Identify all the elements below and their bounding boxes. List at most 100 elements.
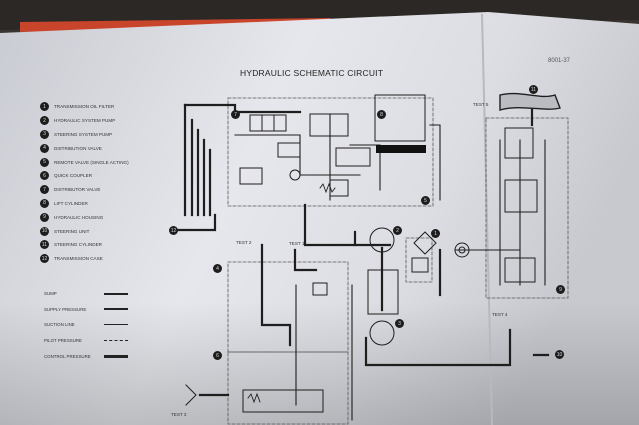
legend-label: STEERING UNIT <box>54 228 90 234</box>
callout-marker: 1 <box>431 229 440 238</box>
spring-2 <box>247 392 261 404</box>
binder-cover <box>20 18 335 32</box>
lift-line <box>429 124 441 201</box>
test-label: TEST 5 <box>473 102 489 107</box>
test-label: TEST 3 <box>171 412 187 417</box>
steering-valve-top <box>504 127 534 159</box>
legend-label: QUICK COUPLER <box>54 173 93 179</box>
legend-label: LIFT CYLINDER <box>54 200 88 206</box>
sump-line <box>173 213 217 232</box>
page-code: 8001-37 <box>548 58 571 64</box>
legend-item: 2 HYDRAULIC SYSTEM PUMP <box>40 114 160 128</box>
legend-item: 10 STEERING UNIT <box>40 224 160 238</box>
callout-marker: 6 <box>213 351 222 360</box>
coupler-housing <box>227 351 349 425</box>
legend-item: 3 STEERING SYSTEM PUMP <box>40 128 160 142</box>
line-key: SUMP SUPPLY PRESSURE SUCTION LINE PILOT … <box>44 286 128 364</box>
test-label: TEST 1 <box>289 241 305 246</box>
pump-housing-box <box>367 269 399 315</box>
callout-marker: 3 <box>395 319 404 328</box>
lift-piston <box>376 145 426 153</box>
legend-item: 12 TRANSMISSION CASE <box>40 252 160 266</box>
paper-shadow <box>0 12 639 425</box>
check-ball <box>289 169 301 181</box>
spring-1 <box>319 182 336 194</box>
spool-valve-2 <box>309 113 349 137</box>
supply-line-top <box>183 103 302 114</box>
legend-number: 1 <box>40 102 49 112</box>
lift-cylinder-body <box>374 94 426 142</box>
spool-valve-1 <box>249 114 287 132</box>
legend-label: TRANSMISSION CASE <box>54 256 103 262</box>
callout-marker: 2 <box>393 226 402 235</box>
key-item: SUCTION LINE <box>44 317 128 333</box>
filter-symbol <box>413 231 437 255</box>
legend-label: TRANSMISSION OIL FILTER <box>54 104 115 110</box>
diagram-title: HYDRAULIC SCHEMATIC CIRCUIT <box>240 68 384 78</box>
relief-valve-1 <box>239 167 263 185</box>
callout-marker: 12 <box>169 226 178 235</box>
legend-item: 6 QUICK COUPLER <box>40 169 160 183</box>
key-label: SUMP <box>44 291 57 297</box>
key-item: SUMP <box>44 286 128 302</box>
steering-wheel-hub <box>458 246 466 254</box>
legend-number: 7 <box>40 185 49 195</box>
legend-label: HYDRAULIC SYSTEM PUMP <box>54 118 116 124</box>
legend-item: 7 DISTRIBUTOR VALVE <box>40 183 160 197</box>
key-item: CONTROL PRESSURE <box>44 348 128 364</box>
lower-lines <box>295 284 353 421</box>
filter-bypass <box>411 257 429 273</box>
return-lines <box>190 118 212 217</box>
callout-marker: 4 <box>213 264 222 273</box>
callout-marker: 11 <box>529 85 538 94</box>
key-line-solid <box>104 308 128 311</box>
key-label: CONTROL PRESSURE <box>44 353 91 359</box>
distributor-housing <box>227 97 434 207</box>
test1-line <box>293 248 318 272</box>
legend-number: 3 <box>40 129 49 139</box>
legend-item: 5 REMOTE VALVE (SINGLE ACTING) <box>40 155 160 169</box>
hydraulic-pump <box>369 227 395 253</box>
legend-item: 1 TRANSMISSION OIL FILTER <box>40 100 160 114</box>
legend-number: 11 <box>40 240 49 250</box>
steering-housing <box>485 117 569 299</box>
legend-number: 12 <box>40 254 49 264</box>
steering-valve-low <box>504 257 536 283</box>
legend-item: 4 DISTRIBUTION VALVE <box>40 141 160 155</box>
legend-number: 10 <box>40 226 49 236</box>
legend-label: STEERING CYLINDER <box>54 242 102 248</box>
test2-line <box>260 243 292 347</box>
key-item: PILOT PRESSURE <box>44 333 128 349</box>
coupler-valve <box>242 389 324 413</box>
legend-label: HYDRAULIC HOUSING <box>54 214 104 220</box>
legend-label: STEERING SYSTEM PUMP <box>54 131 113 137</box>
legend-number: 6 <box>40 171 49 181</box>
steering-supply-line <box>364 328 512 367</box>
component-legend: 1 TRANSMISSION OIL FILTER 2 HYDRAULIC SYST… <box>40 100 160 266</box>
steering-cylinder <box>499 92 561 111</box>
legend-number: 9 <box>40 212 49 222</box>
key-label: SUCTION LINE <box>44 322 75 328</box>
callout-marker: 8 <box>377 110 386 119</box>
legend-label: DISTRIBUTOR VALVE <box>54 187 101 193</box>
legend-label: REMOTE VALVE (SINGLE ACTING) <box>54 159 129 165</box>
callout-marker: 9 <box>556 285 565 294</box>
page-fold <box>481 13 493 425</box>
key-label: SUPPLY PRESSURE <box>44 306 87 312</box>
callout-marker: 5 <box>421 196 430 205</box>
callout-marker: 7 <box>231 110 240 119</box>
key-item: SUPPLY PRESSURE <box>44 302 128 318</box>
legend-number: 4 <box>40 143 49 153</box>
legend-number: 5 <box>40 157 49 167</box>
test-label: TEST 4 <box>492 312 508 317</box>
legend-number: 2 <box>40 116 49 126</box>
test-label: TEST 2 <box>236 240 252 245</box>
legend-label: DISTRIBUTION VALVE <box>54 145 102 151</box>
key-label: PILOT PRESSURE <box>44 338 82 344</box>
key-line-thick <box>104 354 128 358</box>
steering-pump <box>369 320 395 346</box>
steering-unit <box>504 179 538 213</box>
